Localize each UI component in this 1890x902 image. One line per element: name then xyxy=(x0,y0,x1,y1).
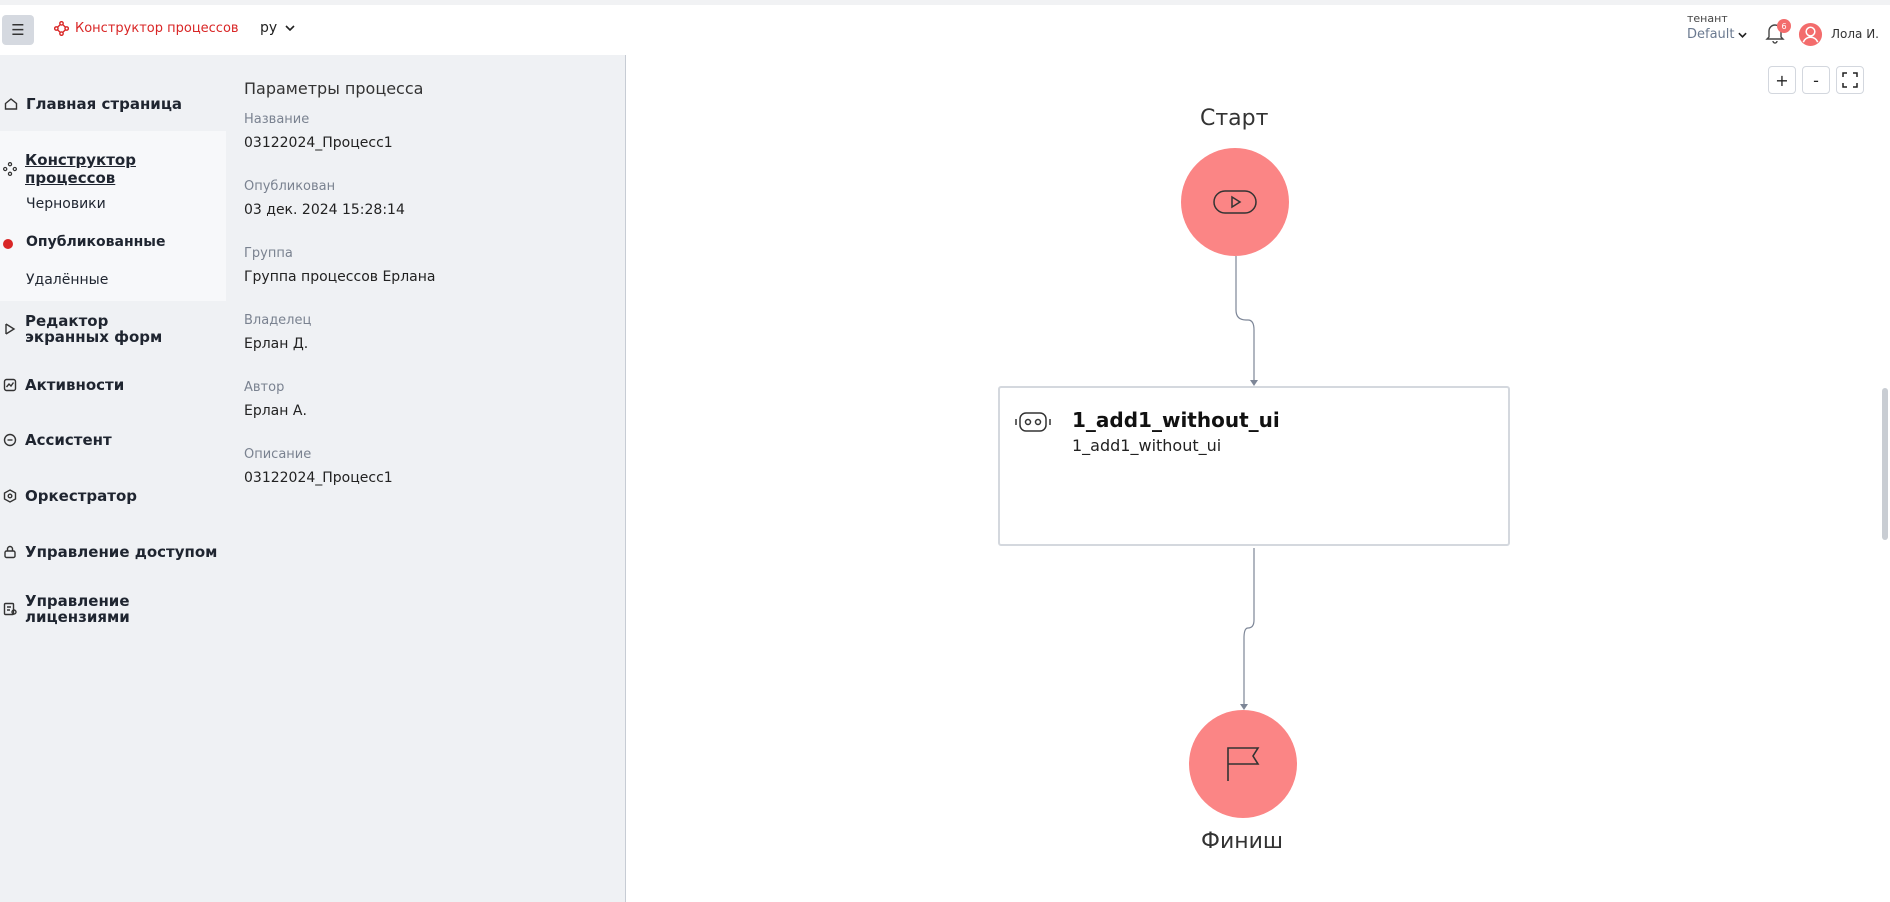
robot-icon xyxy=(1015,412,1051,432)
task-subtitle: 1_add1_without_ui xyxy=(1072,436,1222,455)
field-value: 03122024_Процесс1 xyxy=(244,135,393,151)
tenant-value: Default xyxy=(1687,27,1735,42)
finish-node[interactable] xyxy=(1189,710,1297,818)
access-icon xyxy=(4,545,16,559)
sidebar: Главная страница Конструктор процессов Ч… xyxy=(0,55,626,902)
nav-item-label: Конструктор процессов xyxy=(25,151,136,187)
tenant-label: тенант xyxy=(1687,12,1728,25)
field-group: Группа Группа процессов Ерлана xyxy=(244,246,604,285)
field-label: Опубликован xyxy=(244,179,336,194)
field-description: Описание 03122024_Процесс1 xyxy=(244,447,604,486)
zoom-out-button[interactable]: - xyxy=(1802,66,1830,94)
field-owner: Владелец Ерлан Д. xyxy=(244,313,604,352)
tenant-value-row: Default xyxy=(1687,27,1747,42)
nav-item-label: Главная страница xyxy=(26,95,183,113)
submenu-panel xyxy=(0,131,226,301)
finish-label: Финиш xyxy=(1201,829,1284,854)
task-title: 1_add1_without_ui xyxy=(1072,408,1280,432)
connector-task-finish xyxy=(1243,548,1255,708)
arrow-head xyxy=(1240,704,1248,710)
active-indicator xyxy=(3,239,13,249)
vertical-scrollbar[interactable] xyxy=(1882,388,1888,540)
field-value: Группа процессов Ерлана xyxy=(244,269,436,285)
assistant-icon xyxy=(3,433,17,447)
field-name: Название 03122024_Процесс1 xyxy=(244,112,604,151)
process-icon xyxy=(54,21,69,36)
start-label: Старт xyxy=(1200,106,1269,131)
field-label: Название xyxy=(244,112,310,127)
notification-badge: 6 xyxy=(1777,19,1791,33)
task-node[interactable]: 1_add1_without_ui 1_add1_without_ui xyxy=(998,386,1510,546)
nav-item-home[interactable]: Главная страница xyxy=(4,95,182,113)
start-node[interactable] xyxy=(1181,148,1289,256)
nav-item-orchestrator[interactable]: Оркестратор xyxy=(3,487,137,505)
field-author: Автор Ерлан А. xyxy=(244,380,604,419)
brand-label: Конструктор процессов xyxy=(75,21,239,36)
process-icon xyxy=(3,162,17,176)
home-icon xyxy=(4,98,18,110)
fullscreen-button[interactable] xyxy=(1836,66,1864,94)
top-bar: ☰ Конструктор процессов ру тенант Defaul… xyxy=(0,0,1890,55)
menu-toggle-button[interactable]: ☰ xyxy=(2,15,34,45)
orchestrator-icon xyxy=(3,489,17,503)
flag-icon xyxy=(1227,747,1260,781)
chevron-down-icon xyxy=(285,25,295,31)
connector-start-task xyxy=(1235,256,1255,384)
nav-item-label: Управление лицензиями xyxy=(25,592,130,626)
nav-sub-published[interactable]: Опубликованные xyxy=(26,234,166,250)
license-icon xyxy=(3,602,17,616)
field-label: Описание xyxy=(244,447,312,462)
fullscreen-icon xyxy=(1842,72,1858,88)
field-value: 03122024_Процесс1 xyxy=(244,470,393,486)
nav-item-label: Активности xyxy=(25,376,125,394)
field-label: Автор xyxy=(244,380,285,395)
user-name[interactable]: Лола И. xyxy=(1831,27,1879,41)
nav-item-label: Управление доступом xyxy=(25,543,218,561)
field-value: 03 дек. 2024 15:28:14 xyxy=(244,202,405,218)
field-value: Ерлан Д. xyxy=(244,336,309,352)
hamburger-icon: ☰ xyxy=(11,21,25,39)
activity-icon xyxy=(3,378,17,392)
main-navigation: Главная страница Конструктор процессов Ч… xyxy=(0,55,226,902)
nav-item-activities[interactable]: Активности xyxy=(3,376,124,394)
form-editor-icon xyxy=(5,323,16,335)
field-label: Группа xyxy=(244,246,293,261)
field-value: Ерлан А. xyxy=(244,403,307,419)
nav-item-label: Оркестратор xyxy=(25,487,138,505)
field-label: Владелец xyxy=(244,313,312,328)
brand-link[interactable]: Конструктор процессов xyxy=(54,21,239,36)
nav-item-label: Ассистент xyxy=(25,431,112,449)
nav-item-label: Редактор экранных форм xyxy=(25,312,163,346)
arrow-head xyxy=(1250,380,1258,386)
params-title: Параметры процесса xyxy=(244,79,424,98)
field-published: Опубликован 03 дек. 2024 15:28:14 xyxy=(244,179,604,218)
chevron-down-icon xyxy=(1737,32,1747,38)
tenant-select[interactable]: тенант Default xyxy=(1687,12,1747,42)
language-select[interactable]: ру xyxy=(260,20,295,36)
process-parameters-panel: Параметры процесса Название 03122024_Про… xyxy=(244,79,604,514)
nav-item-assistant[interactable]: Ассистент xyxy=(3,431,112,449)
nav-sub-drafts[interactable]: Черновики xyxy=(26,196,106,212)
language-value: ру xyxy=(260,20,278,36)
nav-item-form-editor[interactable]: Редактор экранных форм xyxy=(3,313,193,345)
zoom-in-button[interactable]: + xyxy=(1768,66,1796,94)
nav-item-licenses[interactable]: Управление лицензиями xyxy=(3,593,153,625)
nav-item-access-control[interactable]: Управление доступом xyxy=(3,543,217,561)
user-avatar-icon[interactable] xyxy=(1798,22,1823,47)
play-icon xyxy=(1213,190,1257,214)
nav-sub-deleted[interactable]: Удалённые xyxy=(26,272,109,288)
nav-item-process-builder[interactable]: Конструктор процессов xyxy=(3,151,226,187)
